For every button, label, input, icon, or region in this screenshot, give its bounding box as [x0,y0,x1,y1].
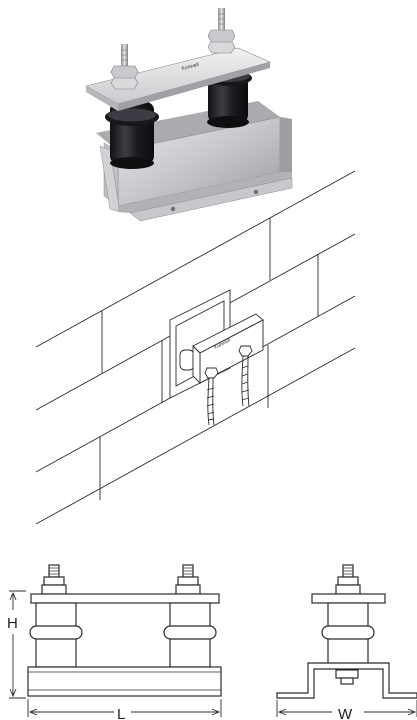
dimension-height [9,590,26,699]
cable-left [206,377,215,426]
top-plate [30,593,220,604]
mount-hole-icon [170,206,176,212]
front-insulator [105,102,159,169]
front-elevation-drawing [27,564,222,697]
width-label: W [338,706,353,720]
wall-line [35,170,356,348]
brand-engraving: Kunwell [181,62,199,72]
side-insulator [321,602,375,668]
bolt-stud-side [335,564,361,595]
bolt-stud-right [175,564,201,595]
bolt-stud-left [41,564,67,595]
top-busbar-plate: Kunwell [85,47,271,111]
dimension-length [27,699,222,717]
installed-support: Kunwell [169,289,264,426]
side-hat-channel [276,662,417,699]
mount-hole-icon [253,189,259,195]
side-bolt-end [340,677,354,685]
wall-line [35,347,356,525]
side-elevation-drawing [276,564,417,699]
insulator-right [163,602,217,668]
side-nut [335,669,359,679]
cable-right [241,355,250,407]
bolt-front [110,44,139,90]
length-label: L [117,706,125,720]
dimension-width [276,700,417,717]
side-top-plate [311,593,386,604]
product-photo: Kunwell [85,8,293,222]
base-channel [27,666,222,697]
insulator-left [29,602,83,668]
bolt-rear [207,8,236,54]
height-label: H [7,615,18,632]
